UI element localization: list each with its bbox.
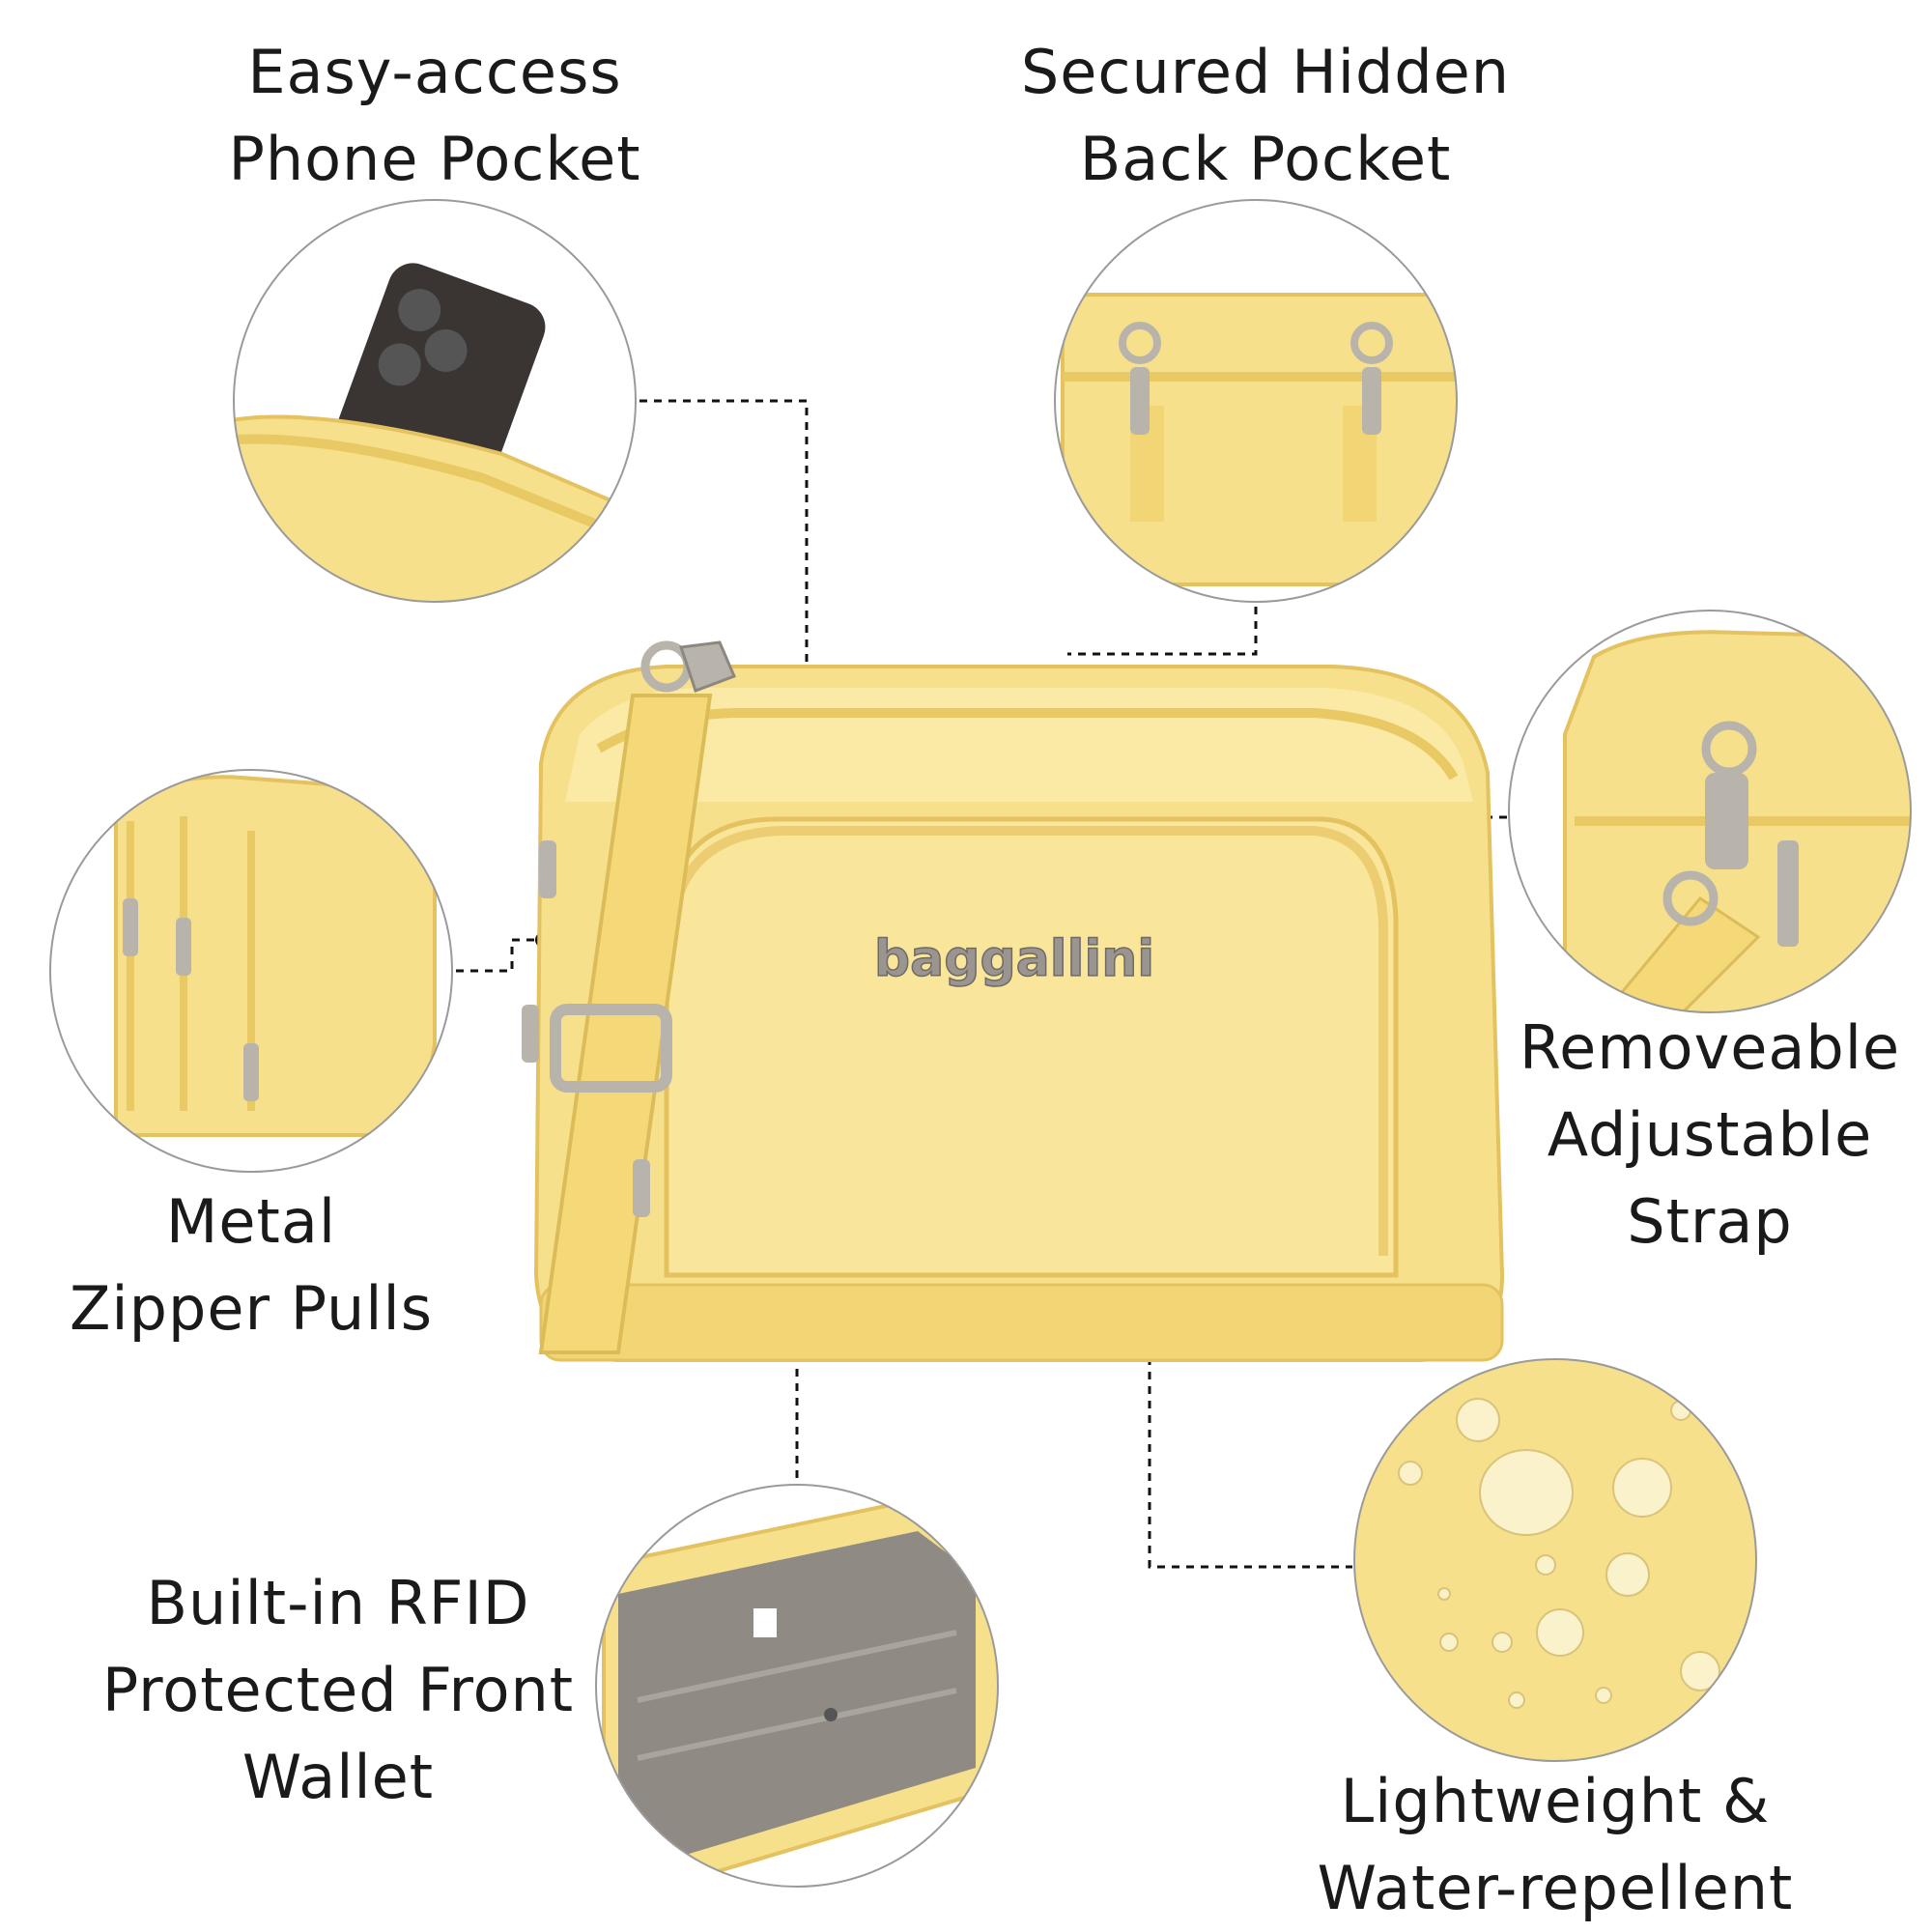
detail-phone-pocket — [233, 199, 637, 603]
strap-slider — [550, 1004, 672, 1093]
label-line: Secured Hidden — [1020, 37, 1511, 107]
label-line: Strap — [1627, 1186, 1793, 1257]
brand-logo: baggallini — [874, 930, 1154, 988]
label-strap: Removeable Adjustable Strap — [1507, 1005, 1913, 1265]
leader-back-pocket — [1067, 607, 1258, 656]
zipper-pull-1 — [539, 840, 556, 898]
label-phone-pocket: Easy-access Phone Pocket — [222, 29, 647, 203]
detail-back-pocket — [1054, 199, 1458, 603]
leader-phone-pocket — [639, 399, 809, 720]
detail-strap — [1508, 610, 1912, 1013]
label-line: Removeable — [1519, 1012, 1901, 1083]
main-bag: baggallini — [522, 640, 1505, 1362]
label-line: Easy-access — [247, 37, 622, 107]
label-zipper-pulls: Metal Zipper Pulls — [53, 1179, 449, 1352]
label-line: Wallet — [242, 1742, 435, 1812]
detail-zipper-pulls — [49, 769, 453, 1173]
label-line: Built-in RFID — [146, 1568, 530, 1638]
leader-water — [1148, 1183, 1352, 1569]
bag-base-band — [539, 1283, 1504, 1362]
label-line: Lightweight & — [1340, 1766, 1771, 1836]
label-line: Metal — [165, 1186, 337, 1257]
front-pocket-zipper — [671, 826, 1388, 1256]
label-line: Zipper Pulls — [69, 1273, 434, 1344]
detail-wallet — [595, 1484, 999, 1888]
leader-zipper-pulls — [456, 938, 543, 973]
strap-clip — [678, 640, 736, 693]
label-line: Back Pocket — [1079, 124, 1452, 194]
label-line: Protected Front — [101, 1655, 575, 1725]
label-line: Phone Pocket — [228, 124, 641, 194]
zipper-pull-2 — [522, 1005, 539, 1063]
shoulder-strap — [538, 694, 713, 1354]
label-line: Adjustable — [1547, 1099, 1873, 1170]
detail-water-repellent — [1353, 1358, 1757, 1762]
label-line: Water-repellent — [1317, 1853, 1794, 1923]
label-wallet: Built-in RFID Protected Front Wallet — [97, 1560, 580, 1821]
front-pocket — [664, 816, 1399, 1278]
label-water-repellent: Lightweight & Water-repellent — [1294, 1758, 1816, 1932]
label-back-pocket: Secured Hidden Back Pocket — [1005, 29, 1526, 203]
zipper-pull-3 — [633, 1159, 650, 1217]
